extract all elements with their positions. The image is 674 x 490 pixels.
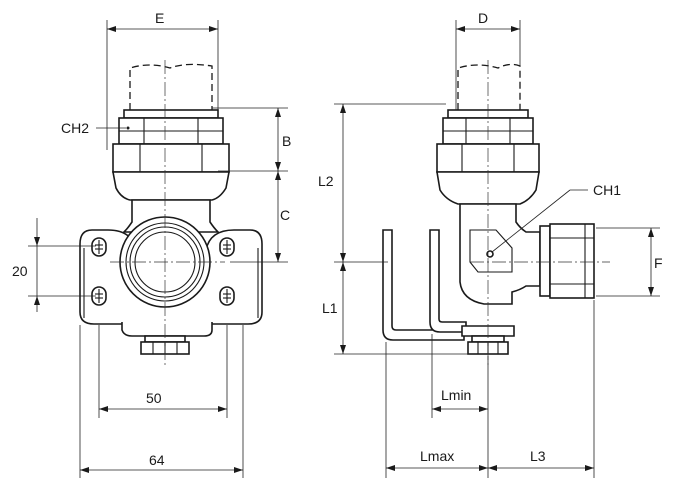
label-dim-50: 50 xyxy=(146,390,162,406)
label-dim-20: 20 xyxy=(12,263,28,279)
label-F: F xyxy=(654,255,663,271)
pipe-dashed-outline-right xyxy=(457,63,521,110)
pipe-dashed-outline-left xyxy=(129,63,213,110)
mounting-hole-bottom-right xyxy=(219,286,235,306)
label-dim-64: 64 xyxy=(149,452,165,468)
label-CH2: CH2 xyxy=(61,120,89,136)
front-view xyxy=(79,60,263,365)
body-bottom-left xyxy=(121,322,213,337)
mounting-hole-top-right xyxy=(219,237,235,257)
elbow-body xyxy=(459,203,541,305)
label-D: D xyxy=(478,10,488,26)
side-view xyxy=(382,60,610,365)
body-taper-left xyxy=(112,171,230,201)
label-E: E xyxy=(155,10,164,26)
side-outlet-nut xyxy=(549,223,595,299)
body-nut-left xyxy=(112,143,230,173)
nut-top-rim-left xyxy=(123,109,219,119)
side-outlet-collar xyxy=(539,225,551,297)
label-Lmax: Lmax xyxy=(420,448,454,464)
label-CH1: CH1 xyxy=(593,182,621,198)
mounting-hole-top-left xyxy=(91,237,107,257)
dimension-lines xyxy=(28,20,660,478)
label-B: B xyxy=(282,133,291,149)
label-C: C xyxy=(280,207,290,223)
label-L2: L2 xyxy=(318,173,334,189)
label-L3: L3 xyxy=(530,448,546,464)
dimension-labels: E D B C CH2 CH1 L2 L1 F 20 50 64 Lmin Lm… xyxy=(12,10,663,468)
ch1-marker xyxy=(486,250,494,258)
wall-bracket-front xyxy=(429,229,467,333)
label-L1: L1 xyxy=(322,300,338,316)
label-Lmin: Lmin xyxy=(441,387,471,403)
